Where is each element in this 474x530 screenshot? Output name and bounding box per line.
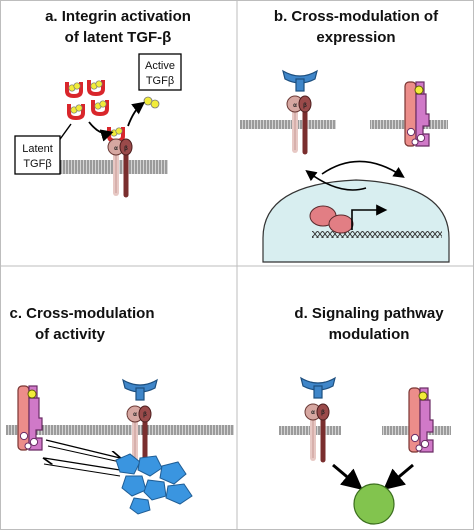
latent-tgfb-complex — [91, 98, 109, 116]
signal-arrow-guide — [47, 445, 121, 463]
latent-tgfb-complex — [87, 78, 105, 96]
active-tgfb-dimer — [150, 99, 160, 109]
latent-tgfb-label-line1: Latent — [22, 143, 53, 155]
integrin-beta-label: β — [321, 410, 325, 416]
integrin-alpha-label: α — [293, 103, 297, 109]
signal-arrow-guide — [43, 463, 121, 477]
signaling-protein — [143, 479, 167, 501]
crosstalk-arrow-left — [305, 169, 367, 191]
cytokine-receptor — [300, 377, 336, 399]
signaling-protein — [137, 455, 163, 477]
panel-b: b. Cross-modulation of expression α β — [240, 8, 450, 263]
signal-arrow-backward — [44, 458, 121, 471]
panel-d-title-line1: d. Signaling pathway — [294, 305, 444, 322]
integrin-alpha-label: α — [114, 146, 118, 152]
integrin-beta-label: β — [303, 103, 307, 109]
latent-tgfb-complex — [67, 102, 85, 120]
nucleus — [262, 179, 450, 263]
integrin-alpha-label: α — [133, 412, 137, 418]
integrin-alpha-label: α — [311, 410, 315, 416]
panel-c-title-line1: c. Cross-modulation — [9, 305, 154, 322]
convergence-arrow-right — [383, 463, 414, 491]
signaling-protein — [129, 497, 151, 515]
panel-b-title-line2: expression — [316, 29, 395, 46]
signaling-protein — [121, 475, 147, 497]
dna-strand — [312, 231, 442, 238]
active-tgfb-box — [138, 53, 182, 91]
binding-arrow — [88, 121, 114, 142]
release-arrow — [127, 101, 146, 127]
panel-d: d. Signaling pathway modulation α β — [279, 305, 451, 525]
panel-a: a. Integrin activation of latent TGF-β α… — [14, 8, 191, 195]
latent-tgfb-box — [14, 135, 61, 175]
signal-arrow-forward — [45, 439, 120, 458]
active-tgfb-label-line1: Active — [145, 60, 175, 72]
integrin-beta-label: β — [143, 412, 147, 418]
integrin-beta-label: β — [124, 146, 128, 152]
signaling-protein — [165, 483, 193, 505]
tgfb-receptor — [408, 387, 434, 453]
signaling-proteins-cluster — [115, 453, 193, 515]
signaling-protein — [159, 461, 187, 485]
panel-c: c. Cross-modulation of activity α β — [6, 305, 234, 515]
downstream-signaling-node — [353, 483, 395, 525]
convergence-arrow-left — [332, 463, 363, 491]
panel-a-title-line1: a. Integrin activation — [45, 8, 191, 25]
cytokine-receptor — [122, 379, 158, 401]
transcription-factor — [328, 214, 354, 234]
panel-d-title-line2: modulation — [329, 326, 410, 343]
cell-membrane — [6, 425, 234, 435]
transcription-arrow — [351, 204, 388, 230]
latent-tgfb-complex — [65, 80, 83, 98]
active-tgfb-label-line2: TGFβ — [146, 75, 174, 87]
latent-tgfb-label-line2: TGFβ — [23, 158, 51, 170]
cytokine-receptor — [282, 70, 318, 92]
crosstalk-arrow-right — [321, 160, 405, 178]
cell-membrane — [28, 160, 168, 174]
panel-a-title-line2: of latent TGF-β — [65, 29, 172, 46]
cell-membrane — [240, 120, 336, 129]
panel-b-title-line1: b. Cross-modulation of — [274, 8, 439, 25]
signaling-protein — [115, 453, 141, 475]
panel-c-title-line2: of activity — [35, 326, 106, 343]
tgfb-receptor — [404, 81, 430, 147]
tgfb-receptor — [17, 385, 43, 451]
